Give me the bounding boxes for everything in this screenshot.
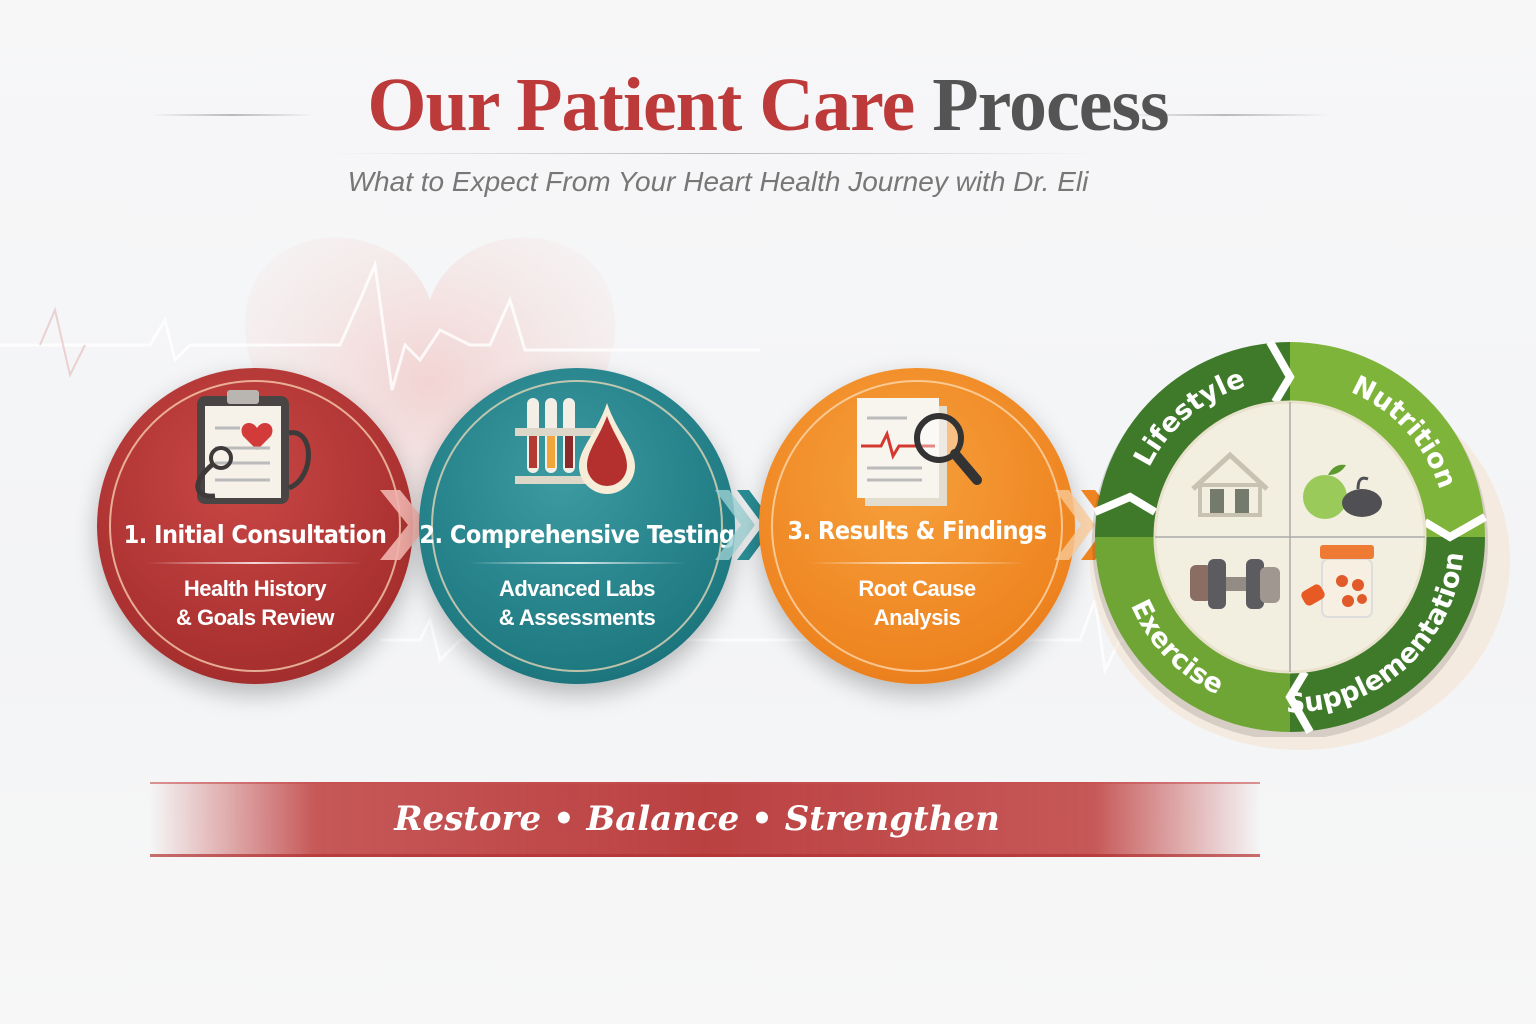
step-desc-line: & Assessments	[498, 605, 656, 630]
clipboard-stethoscope-icon	[195, 390, 311, 504]
apple-icon	[1303, 464, 1382, 519]
step-desc-line: Advanced Labs	[498, 576, 656, 601]
step-title: 2. Comprehensive Testing	[419, 520, 735, 549]
tagline-banner: Restore • Balance • Strengthen	[150, 782, 1260, 857]
step-title: 1. Initial Consultation	[123, 520, 387, 549]
title-rule-left	[150, 114, 315, 116]
title-rule-right	[1120, 114, 1330, 116]
chevron-arrow-icon	[380, 490, 428, 560]
step-desc-line: & Goals Review	[175, 605, 335, 630]
step-description: Advanced Labs & Assessments	[419, 574, 735, 632]
step-comprehensive-testing: 2. Comprehensive Testing Advanced Labs & …	[419, 368, 735, 684]
step-initial-consultation: 1. Initial Consultation Health History & …	[97, 368, 413, 684]
step-title: 3. Results & Findings	[787, 516, 1047, 545]
tagline-text: Restore • Balance • Strengthen	[394, 799, 1000, 839]
title-gray: Process	[932, 63, 1169, 147]
step-description: Health History & Goals Review	[97, 574, 413, 632]
step-desc-line: Root Cause	[858, 576, 976, 601]
step-desc-line: Health History	[183, 576, 327, 601]
report-magnifier-icon	[857, 398, 982, 506]
dumbbell-icon	[1190, 559, 1280, 609]
title-red: Our Patient Care	[367, 63, 915, 147]
title-underline	[325, 153, 1100, 154]
subtitle: What to Expect From Your Heart Health Jo…	[347, 166, 1089, 197]
ecg-line	[0, 259, 760, 391]
supplement-jar-icon	[1301, 545, 1374, 618]
page-title: Our Patient Care Process	[0, 62, 1536, 149]
wellness-wheel: Lifestyle Nutrition Supplementation Exer…	[1092, 340, 1488, 737]
house-icon	[1191, 451, 1269, 517]
test-tubes-blood-drop-icon	[515, 398, 635, 494]
step-desc-line: Analysis	[873, 605, 961, 630]
